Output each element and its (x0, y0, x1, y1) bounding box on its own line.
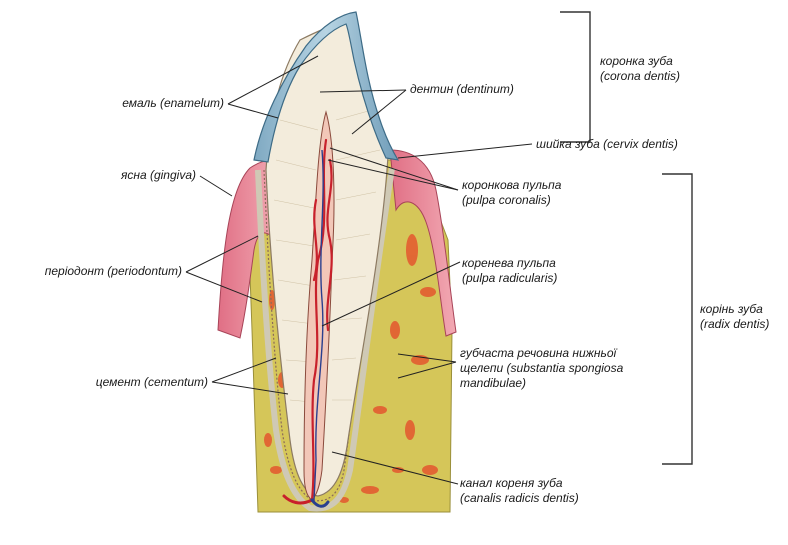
root-bracket (662, 174, 692, 464)
label-coronal-pulp: коронкова пульпа (pulpa coronalis) (462, 178, 561, 208)
label-enamel: емаль (enamelum) (40, 96, 224, 111)
label-cementum: цемент (cementum) (20, 375, 208, 390)
label-spongy-line3: mandibulae) (460, 376, 623, 391)
label-spongy-line1: губчаста речовина нижньої (460, 346, 623, 361)
label-spongy-bone: губчаста речовина нижньої щелепи (substa… (460, 346, 623, 391)
label-periodontium: періодонт (periodontum) (0, 264, 182, 279)
label-dentin: дентин (dentinum) (410, 82, 514, 97)
label-coronal-pulp-lat: (pulpa coronalis) (462, 193, 561, 208)
label-gingiva: ясна (gingiva) (40, 168, 196, 183)
label-crown-lat: (corona dentis) (600, 69, 680, 84)
label-crown: коронка зуба (corona dentis) (600, 54, 680, 84)
label-root-canal-lat: (canalis radicis dentis) (460, 491, 579, 506)
label-neck: шийка зуба (cervix dentis) (536, 137, 678, 152)
label-crown-ua: коронка зуба (600, 54, 680, 69)
label-coronal-pulp-ua: коронкова пульпа (462, 178, 561, 193)
crown-bracket (560, 12, 590, 142)
label-radicular-pulp-ua: коренева пульпа (462, 256, 557, 271)
label-spongy-line2: щелепи (substantia spongiosa (460, 361, 623, 376)
label-radicular-pulp: коренева пульпа (pulpa radicularis) (462, 256, 557, 286)
label-root: корінь зуба (radix dentis) (700, 302, 769, 332)
label-root-ua: корінь зуба (700, 302, 769, 317)
label-root-canal: канал кореня зуба (canalis radicis denti… (460, 476, 579, 506)
label-root-lat: (radix dentis) (700, 317, 769, 332)
label-radicular-pulp-lat: (pulpa radicularis) (462, 271, 557, 286)
label-root-canal-ua: канал кореня зуба (460, 476, 579, 491)
